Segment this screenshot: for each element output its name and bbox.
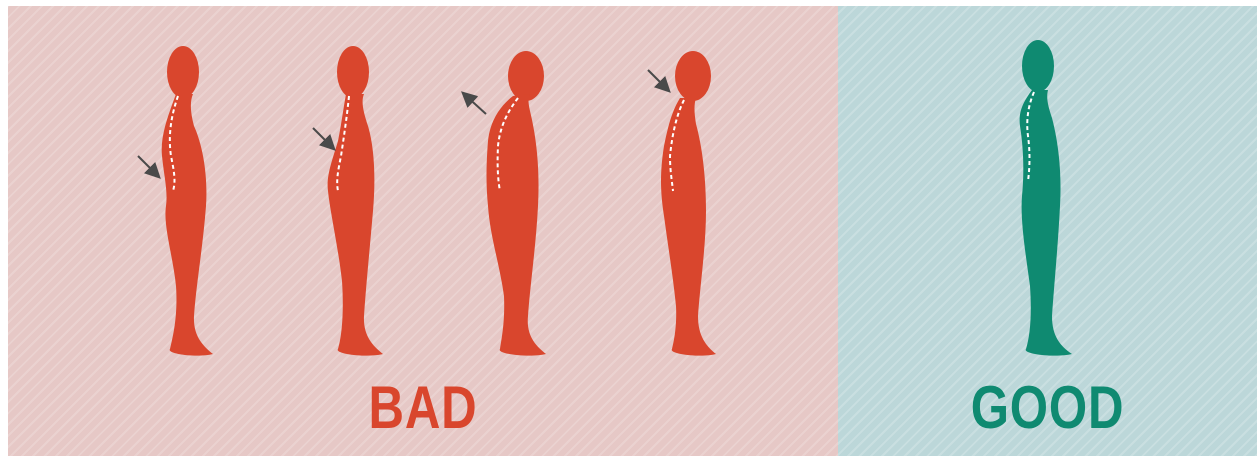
bad-figure-3 (464, 51, 546, 356)
good-panel: GOOD (838, 6, 1257, 456)
bad-panel: BAD (8, 6, 838, 456)
bad-figure-2 (313, 46, 383, 356)
bad-label: BAD (83, 378, 764, 438)
arrow-icon (138, 156, 158, 176)
arrow-icon (648, 70, 668, 90)
arrow-icon (313, 128, 333, 148)
good-label: GOOD (876, 378, 1220, 438)
good-figure (1020, 40, 1072, 356)
arrow-icon (464, 94, 486, 114)
bad-figure-1 (138, 46, 213, 356)
bad-figure-4 (648, 51, 716, 356)
